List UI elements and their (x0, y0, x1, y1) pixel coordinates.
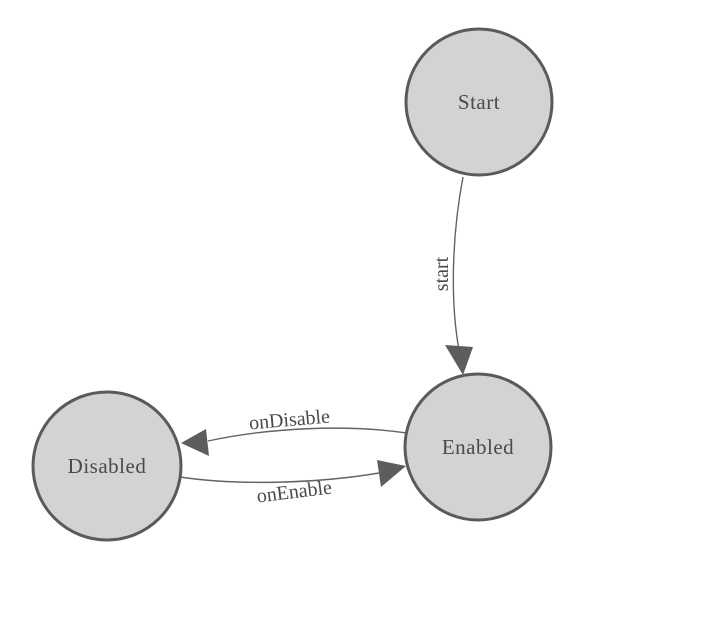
state-node-disabled[interactable]: Disabled (31, 390, 183, 542)
arrowhead-icon (377, 460, 406, 487)
edge-start-to-enabled: start (431, 176, 473, 375)
state-label-disabled: Disabled (68, 454, 147, 478)
edge-line-ondisable (207, 427, 408, 442)
arrowhead-icon (181, 429, 209, 456)
edge-line-onenable (179, 472, 380, 484)
edge-label-ondisable: onDisable (248, 406, 331, 435)
arrowhead-icon (445, 345, 473, 375)
state-label-start: Start (458, 90, 500, 114)
edge-disabled-to-enabled: onEnable (179, 460, 406, 508)
edge-enabled-to-disabled: onDisable (181, 406, 408, 456)
state-node-start[interactable]: Start (404, 27, 554, 177)
edge-label-onenable: onEnable (255, 477, 333, 508)
state-circle[interactable] (403, 372, 553, 522)
state-circle[interactable] (31, 390, 183, 542)
state-node-enabled[interactable]: Enabled (403, 372, 553, 522)
edge-line-start (452, 176, 464, 351)
state-label-enabled: Enabled (442, 435, 514, 459)
edge-label-start: start (431, 256, 453, 291)
state-circle[interactable] (404, 27, 554, 177)
